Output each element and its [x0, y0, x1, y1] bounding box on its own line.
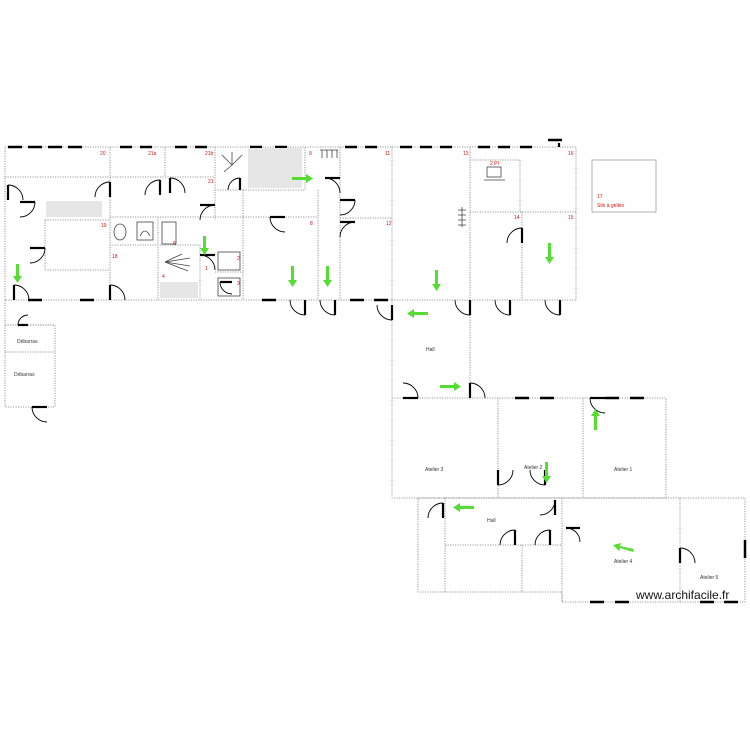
arrow-up-icon [591, 409, 600, 430]
room-number: 20 [100, 151, 106, 157]
debarras-label: Débarras [17, 339, 38, 345]
room-number: 5 [173, 241, 176, 247]
arrow-down-icon [288, 266, 297, 287]
hall-label: Hall [426, 347, 435, 353]
hall-label: Hall [487, 518, 496, 524]
room-number: 13 [463, 151, 469, 157]
doors [6, 143, 696, 564]
stair-zones [46, 148, 302, 298]
room-number: 21b [205, 151, 214, 157]
atelier-label: Atelier 5 [700, 575, 719, 581]
machine-icon [486, 166, 502, 178]
shower-icon [161, 221, 177, 245]
arrow-down-icon [323, 266, 332, 287]
room-number: 2 PI [490, 161, 499, 167]
room-labels: Silo à gellex Débarras Débarras Hall Hal… [14, 203, 719, 581]
watermark: www.archifacile.fr [636, 588, 730, 602]
fixtures [113, 149, 505, 297]
room-number: 8 [310, 221, 313, 227]
room-number: 21 [208, 179, 214, 185]
evacuation-arrows [13, 174, 634, 552]
room-number: 2 [237, 256, 240, 262]
sink-icon [136, 221, 154, 241]
arrow-right-icon [440, 382, 461, 391]
stairs-hatch [248, 148, 302, 188]
stairs-hatch [160, 282, 198, 298]
silo-label: Silo à gellex [597, 203, 624, 209]
rack-icon [458, 207, 466, 227]
arrow-down-icon [545, 243, 554, 264]
atelier-label: Atelier 2 [524, 465, 543, 471]
room-number: 21a [148, 151, 157, 157]
room-number: 16 [568, 151, 574, 157]
room-number: 17 [597, 194, 603, 200]
arrow-left-icon [407, 309, 428, 318]
atelier-label: Atelier 1 [614, 467, 633, 473]
arrow-down-icon [13, 264, 22, 283]
debarras-label: Débarras [14, 372, 35, 378]
room-number: 18 [112, 254, 118, 260]
arrow-down-icon [542, 462, 551, 483]
atelier-label: Atelier 3 [425, 467, 444, 473]
rack-icon [320, 149, 338, 158]
arrow-right-icon [292, 174, 313, 183]
room-number: 12 [386, 221, 392, 227]
stairs-hatch [46, 201, 102, 217]
windows [8, 138, 747, 604]
stair-spiral-icon [221, 152, 243, 173]
room-number: 11 [385, 151, 390, 157]
room-number: 9 [309, 151, 312, 157]
arrow-down-icon [432, 270, 441, 291]
room-number: 4 [162, 274, 165, 280]
room-number: 14 [514, 215, 520, 221]
room-numbers: 20 21a 21b 21 9 11 13 16 2 PI 14 15 12 8… [100, 151, 603, 287]
stair-spiral-icon [164, 253, 191, 272]
arrow-down-icon [200, 236, 209, 255]
sink-icon [139, 230, 151, 237]
room-number: 15 [568, 215, 574, 221]
toilet-icon [113, 223, 127, 241]
room-number: 3 [237, 281, 240, 287]
arrow-left-icon [613, 543, 634, 552]
arrow-left-icon [453, 503, 474, 512]
shower-icon [217, 277, 241, 297]
shower-icon [217, 251, 241, 271]
atelier-label: Atelier 4 [614, 559, 633, 565]
room-number: 19 [101, 223, 107, 229]
room-number: 1 [205, 266, 208, 272]
walls [4, 146, 746, 603]
